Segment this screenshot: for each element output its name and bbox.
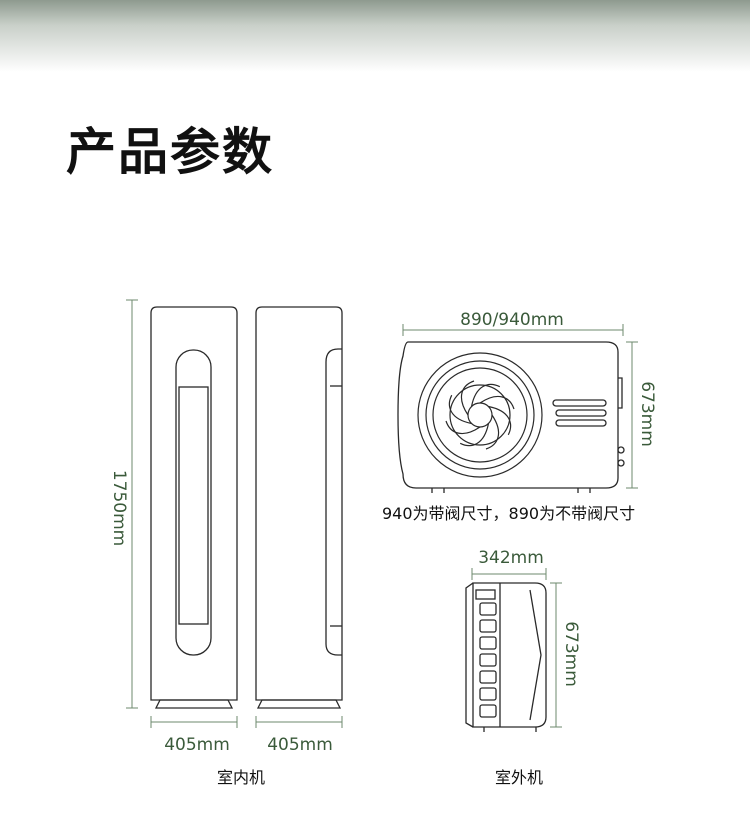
indoor-width-label-left: 405mm xyxy=(164,735,230,755)
outdoor-height-label: 673mm xyxy=(637,381,657,447)
indoor-unit-side xyxy=(255,306,343,709)
page-title: 产品参数 xyxy=(66,123,274,181)
outdoor-width-label: 890/940mm xyxy=(460,310,564,330)
outdoor-side-height-label: 673mm xyxy=(561,621,581,687)
outdoor-unit-front xyxy=(397,341,625,493)
outdoor-height-dimension xyxy=(626,341,638,489)
header-band xyxy=(0,0,750,72)
indoor-height-label: 1750mm xyxy=(109,470,129,546)
indoor-width-label-right: 405mm xyxy=(267,735,333,755)
outdoor-unit-side xyxy=(465,582,547,732)
outdoor-depth-dimension xyxy=(471,568,547,580)
outdoor-fan-icon xyxy=(417,352,543,478)
indoor-caption: 室内机 xyxy=(217,768,265,787)
outdoor-side-height-dimension xyxy=(550,582,562,728)
outdoor-depth-label: 342mm xyxy=(478,548,544,568)
outdoor-width-dimension xyxy=(402,324,624,336)
indoor-unit-front xyxy=(150,306,238,709)
indoor-width-dimension-right xyxy=(255,716,343,728)
outdoor-size-note: 940为带阀尺寸，890为不带阀尺寸 xyxy=(382,504,635,523)
outdoor-caption: 室外机 xyxy=(495,768,543,787)
indoor-height-dimension xyxy=(126,299,138,709)
indoor-width-dimension-left xyxy=(150,716,238,728)
